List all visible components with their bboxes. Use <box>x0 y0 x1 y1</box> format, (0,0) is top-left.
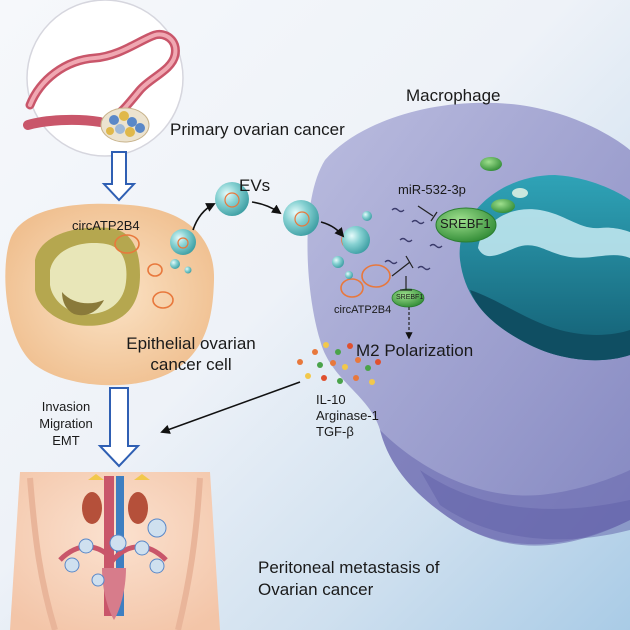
uterus-illustration <box>23 0 184 157</box>
label-macrophage: Macrophage <box>406 86 501 105</box>
srebf1-dots <box>480 157 528 213</box>
label-il-10: IL-10 <box>316 392 346 407</box>
mirna-strands <box>384 207 443 271</box>
label-evs: EVs <box>239 176 271 195</box>
down-arrow-bottom <box>97 387 141 468</box>
tumor-cluster <box>106 111 145 137</box>
extracellular-vesicles <box>170 182 372 279</box>
ev-cargo-rings <box>177 192 310 249</box>
label-mir-532-3p: miR-532-3p <box>398 182 466 197</box>
label-tgf-beta: TGF-β <box>316 424 354 439</box>
macrophage-nucleus <box>459 175 630 361</box>
label-srebf1-small: SREBF1 <box>396 294 424 301</box>
down-arrow-top <box>101 151 137 202</box>
cytokine-dots <box>297 342 381 385</box>
inhibition-marks <box>391 205 438 340</box>
circrna-rings-cell <box>114 234 174 309</box>
label-epithelial-line1: Epithelial ovarian <box>126 334 256 353</box>
srebf1-large <box>435 207 497 243</box>
label-invasion: Invasion <box>41 399 91 414</box>
uterus-body <box>102 568 126 620</box>
label-m2-polarization: M2 Polarization <box>356 341 474 360</box>
srebf1-small <box>391 288 425 308</box>
metastatic-clusters <box>64 518 167 587</box>
kidneys <box>82 474 150 524</box>
label-circatp2b4-cell: circATP2B4 <box>72 218 140 233</box>
label-primary-ovarian-cancer: Primary ovarian cancer <box>170 120 345 139</box>
label-peritoneal-metastasis: Peritoneal metastasis of <box>258 558 440 577</box>
ev-transport-arrows <box>192 201 345 238</box>
label-emt: EMT <box>52 433 80 448</box>
label-ovarian-cancer: Ovarian cancer <box>258 580 374 599</box>
label-arginase-1: Arginase-1 <box>316 408 379 423</box>
label-circatp2b4-macrophage: circATP2B4 <box>334 304 392 316</box>
cytokine-arrow <box>160 381 301 434</box>
cancer-cell <box>5 203 215 386</box>
label-srebf1-large: SREBF1 <box>440 216 491 231</box>
label-migration: Migration <box>39 416 93 431</box>
label-epithelial-line2: cancer cell <box>150 355 232 374</box>
abdomen-illustration <box>10 472 220 630</box>
